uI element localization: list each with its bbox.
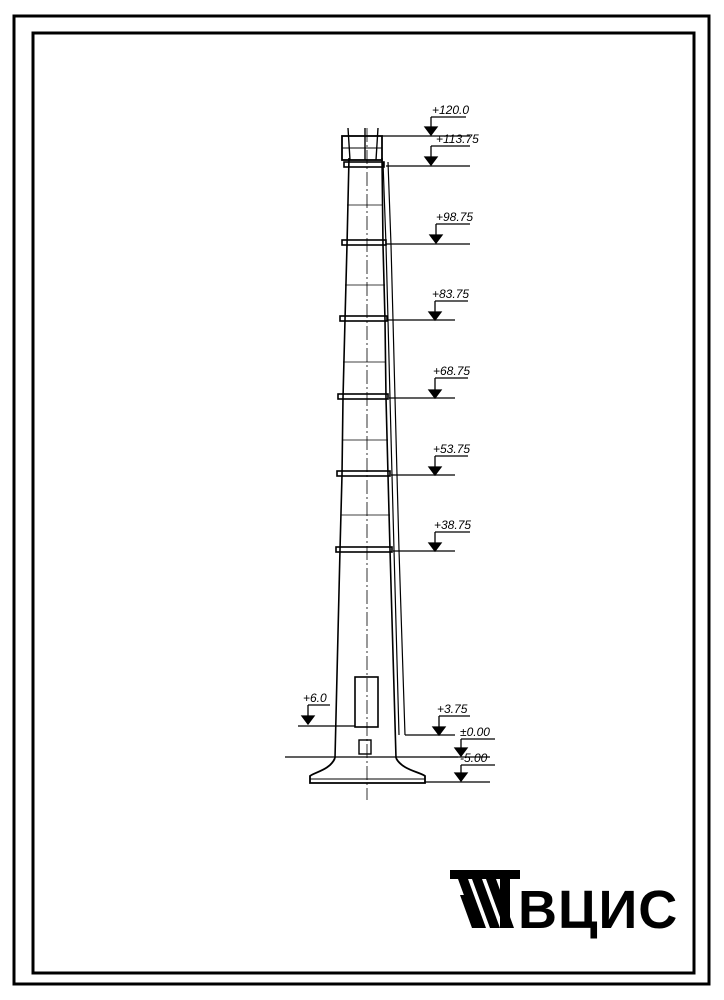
elevation-label-platform-4: +83.75 [432, 287, 469, 301]
elevation-label-platform-6: +113.75 [436, 132, 479, 146]
platform-6 [343, 161, 385, 168]
elevation-labels: +120.0 +113.75 +98.75 +83.75 +68.75 +53.… [303, 103, 490, 765]
platform-3 [337, 393, 389, 400]
inner-frame [31, 31, 696, 975]
elevation-marker-top [382, 116, 470, 137]
elevation-marker-ladder-start [405, 715, 470, 737]
outer-frame [12, 14, 711, 986]
elevation-marker-platform-3 [389, 377, 468, 400]
elevation-label-ground: ±0.00 [460, 725, 490, 739]
elevation-marker-platform-4 [388, 300, 468, 322]
logo-emblem-icon [450, 870, 520, 928]
foundation [309, 757, 426, 784]
shaft-left-wall [334, 157, 350, 759]
elevation-marker-platform-1 [393, 531, 470, 553]
elevation-marker-platform-6 [386, 145, 470, 167]
platform-1 [335, 546, 393, 553]
elevation-marker-foundation [425, 764, 495, 783]
elevation-marker-platform-5 [386, 223, 470, 245]
platform-2 [336, 470, 391, 477]
elevation-label-platform-2: +53.75 [433, 442, 470, 456]
shaft-right-wall [381, 157, 397, 759]
platform-5 [341, 239, 387, 246]
elevation-label-ladder-start: +3.75 [437, 702, 468, 716]
elevation-label-platform-1: +38.75 [434, 518, 471, 532]
platform-4 [339, 315, 388, 322]
elevation-label-platform-3: +68.75 [433, 364, 470, 378]
elevation-label-platform-5: +98.75 [436, 210, 473, 224]
elevation-markers [298, 116, 495, 783]
elevation-marker-ground [440, 738, 495, 758]
elevation-label-top: +120.0 [432, 103, 469, 117]
flue-opening [354, 676, 379, 728]
elevation-marker-opening-top [298, 704, 355, 727]
elevation-label-opening-top: +6.0 [303, 691, 327, 705]
elevation-marker-platform-2 [391, 455, 468, 477]
elevation-label-foundation: -5.00 [460, 751, 488, 765]
vcis-logo: ВЦИС [450, 870, 678, 940]
logo-text: ВЦИС [518, 880, 678, 940]
cleaning-door [358, 739, 372, 755]
